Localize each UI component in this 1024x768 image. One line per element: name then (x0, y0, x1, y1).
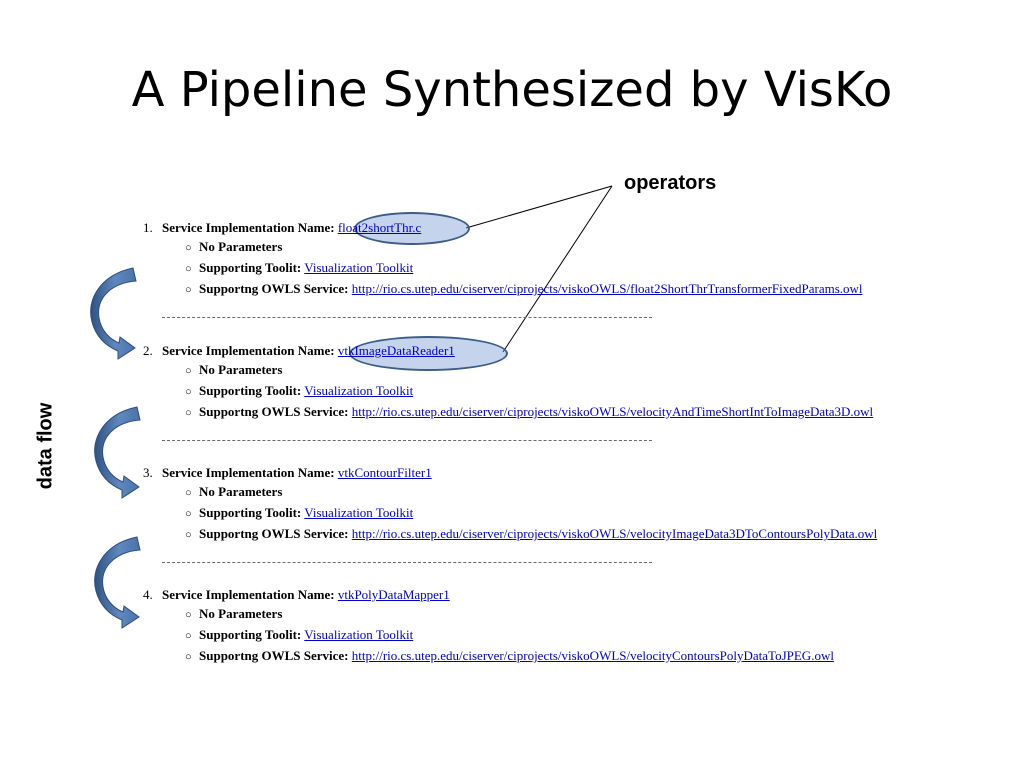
impl-label: Service Implementation Name: (162, 220, 335, 235)
service-entry-3: 3. Service Implementation Name: vtkContou… (143, 463, 1003, 545)
operator-highlight-2 (349, 336, 508, 371)
impl-name-link[interactable]: float2shortThr.c (337, 220, 422, 235)
bullet-icon: ○ (185, 630, 192, 642)
bullet-icon: ○ (185, 242, 192, 254)
owls-link[interactable]: http://rio.cs.utep.edu/ciserver/ciprojec… (351, 648, 834, 663)
bullet-icon: ○ (185, 407, 192, 419)
impl-label: Service Implementation Name: (162, 587, 335, 602)
separator-line (162, 440, 652, 441)
bullet-icon: ○ (185, 365, 192, 377)
service-number: 1. (143, 220, 153, 235)
data-flow-text: data flow (34, 402, 57, 490)
slide-title: A Pipeline Synthesized by VisKo (131, 62, 893, 118)
service-entry-2: 2. Service Implementation Name: vtkImageD… (143, 341, 1003, 423)
bullet-icon: ○ (185, 651, 192, 663)
toolkit-label: Supporting Toolit: (199, 627, 302, 642)
params-label: No Parameters (199, 484, 283, 499)
impl-label: Service Implementation Name: (162, 465, 335, 480)
owls-link[interactable]: http://rio.cs.utep.edu/ciserver/ciprojec… (351, 526, 878, 541)
service-number: 3. (143, 465, 153, 480)
toolkit-link[interactable]: Visualization Toolkit (304, 505, 414, 520)
bullet-icon: ○ (185, 263, 192, 275)
impl-name-link[interactable]: vtkPolyDataMapper1 (337, 587, 450, 602)
impl-name-link[interactable]: vtkContourFilter1 (337, 465, 432, 480)
params-label: No Parameters (199, 362, 283, 377)
toolkit-link[interactable]: Visualization Toolkit (304, 627, 414, 642)
bullet-icon: ○ (185, 609, 192, 621)
separator-line (162, 317, 652, 318)
service-number: 2. (143, 343, 153, 358)
toolkit-label: Supporting Toolit: (199, 505, 302, 520)
owls-label: Supportng OWLS Service: (199, 404, 349, 419)
owls-link[interactable]: http://rio.cs.utep.edu/ciserver/ciprojec… (351, 404, 874, 419)
bullet-icon: ○ (185, 508, 192, 520)
toolkit-label: Supporting Toolit: (199, 260, 302, 275)
owls-label: Supportng OWLS Service: (199, 281, 349, 296)
bullet-icon: ○ (185, 529, 192, 541)
data-flow-arrow-2 (94, 406, 141, 499)
service-entry-1: 1. Service Implementation Name: float2sho… (143, 218, 1003, 300)
operator-highlight-1 (354, 212, 470, 245)
impl-label: Service Implementation Name: (162, 343, 335, 358)
bullet-icon: ○ (185, 284, 192, 296)
data-flow-arrow-3 (94, 536, 141, 629)
toolkit-link[interactable]: Visualization Toolkit (304, 383, 414, 398)
separator-line (162, 562, 652, 563)
data-flow-label: data flow (26, 396, 66, 496)
toolkit-label: Supporting Toolit: (199, 383, 302, 398)
owls-link[interactable]: http://rio.cs.utep.edu/ciserver/ciprojec… (351, 281, 863, 296)
owls-label: Supportng OWLS Service: (199, 526, 349, 541)
impl-name-link[interactable]: vtkImageDataReader1 (337, 343, 455, 358)
service-entry-4: 4. Service Implementation Name: vtkPolyDa… (143, 585, 1003, 667)
bullet-icon: ○ (185, 386, 192, 398)
callout-line-2 (502, 185, 613, 353)
params-label: No Parameters (199, 239, 283, 254)
bullet-icon: ○ (185, 487, 192, 499)
owls-label: Supportng OWLS Service: (199, 648, 349, 663)
callout-line-1 (465, 185, 613, 229)
data-flow-arrow-1 (90, 267, 137, 360)
toolkit-link[interactable]: Visualization Toolkit (304, 260, 414, 275)
service-number: 4. (143, 587, 153, 602)
params-label: No Parameters (199, 606, 283, 621)
operators-label: operators (624, 172, 717, 194)
